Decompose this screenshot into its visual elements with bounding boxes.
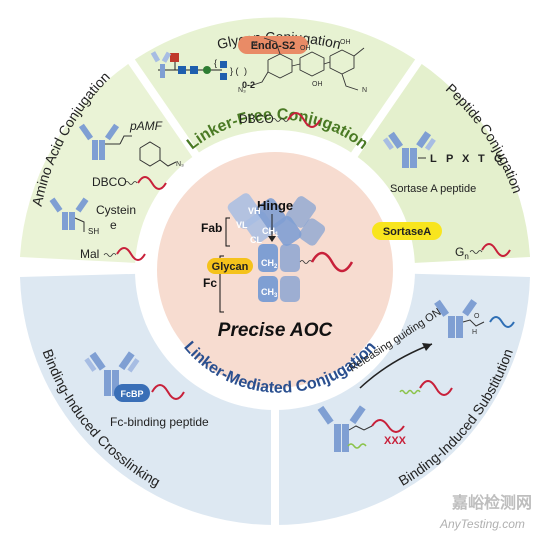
cysteine-label-2: e bbox=[110, 218, 117, 232]
sub-blue-strand bbox=[489, 316, 515, 328]
duplex-strand-green bbox=[347, 443, 367, 449]
seq-g: G bbox=[494, 153, 503, 165]
svg-text:N₃: N₃ bbox=[238, 87, 246, 94]
fcbp-label: FcBP bbox=[120, 389, 143, 399]
peptide-linker bbox=[469, 250, 483, 254]
sub-antibody-top: O H bbox=[434, 299, 485, 338]
fcbp-pill bbox=[114, 384, 150, 402]
glycan-rna-strand bbox=[287, 112, 321, 128]
svg-text:{: { bbox=[214, 58, 217, 68]
vh-label: VH bbox=[248, 206, 261, 216]
glycan-pill-label: Glycan bbox=[212, 261, 249, 273]
glycan-dbco-linker bbox=[271, 118, 289, 122]
sugar-labels: N₃ N₃ OH OH OH N bbox=[238, 39, 367, 94]
released-red-strand bbox=[419, 380, 453, 396]
released-green-strand bbox=[399, 389, 421, 395]
glycan-antibody-icon bbox=[150, 51, 172, 78]
seq-l: L bbox=[430, 153, 437, 165]
svg-text:OH: OH bbox=[312, 81, 323, 88]
amino-rna-strand-2 bbox=[116, 247, 146, 261]
glycan-chain-icon: { } ( ) 0-2 bbox=[158, 53, 255, 90]
chain-repeat-label: 0-2 bbox=[242, 80, 255, 90]
sh-label: SH bbox=[88, 227, 99, 236]
peptide-antibody-icon bbox=[382, 131, 436, 168]
sortase-caption: Sortase A peptide bbox=[390, 183, 476, 195]
peptide-panel: L P X T G Sortase A peptide SortaseA Gn bbox=[372, 131, 511, 261]
fc-label: Fc bbox=[203, 276, 217, 290]
fcbp-antibody-icon bbox=[84, 351, 140, 396]
cl-label: CL bbox=[250, 235, 262, 245]
mal-linker bbox=[103, 253, 117, 257]
release-arrow bbox=[359, 343, 433, 389]
watermark-en: AnyTesting.com bbox=[439, 517, 525, 531]
fcbp-rna-strand bbox=[151, 384, 185, 400]
fab-bracket bbox=[225, 217, 230, 247]
center-antibody bbox=[227, 193, 326, 302]
center-title: Precise AOC bbox=[218, 320, 333, 341]
seq-p: P bbox=[446, 153, 453, 165]
duplex-strand-red bbox=[371, 419, 405, 433]
gn-label: Gn bbox=[455, 245, 469, 261]
endo-s2-pill bbox=[238, 36, 308, 54]
pamf-label: pAMF bbox=[129, 119, 163, 133]
pamf-azide bbox=[159, 159, 177, 167]
fc-bracket bbox=[219, 255, 224, 313]
seq-x: X bbox=[462, 153, 470, 165]
svg-text:OH: OH bbox=[300, 45, 311, 52]
center-linker bbox=[299, 260, 313, 264]
seq-t: T bbox=[478, 153, 485, 165]
cys-antibody-icon bbox=[49, 197, 89, 232]
svg-text:): ) bbox=[244, 66, 247, 76]
crosslinking-panel: FcBP Fc-binding peptide bbox=[84, 351, 209, 429]
svg-text:} (: } ( bbox=[230, 66, 239, 76]
sortasea-label: SortaseA bbox=[383, 226, 431, 238]
ch2-label: CH2 bbox=[261, 258, 278, 270]
amino-dbco-label: DBCO bbox=[92, 175, 127, 189]
sortasea-pill bbox=[372, 222, 442, 240]
hinge-label: Hinge bbox=[257, 198, 293, 213]
sub-antibody-bottom bbox=[317, 405, 373, 452]
svg-text:N: N bbox=[362, 87, 367, 94]
amino-rna-strand-1 bbox=[137, 176, 167, 190]
vl-label: VL bbox=[236, 220, 248, 230]
mal-label: Mal bbox=[80, 247, 99, 261]
ch1-label: CH1 bbox=[262, 226, 279, 238]
amino-dbco-linker bbox=[124, 181, 138, 185]
cysteine-label-1: Cystein bbox=[96, 203, 136, 217]
svg-text:O: O bbox=[474, 313, 480, 320]
glycan-pill bbox=[207, 258, 253, 274]
fab-label: Fab bbox=[201, 221, 222, 235]
amino-acid-panel: pAMF N₃ DBCO Cystein e SH Mal bbox=[49, 119, 184, 261]
peptide-rna-strand bbox=[481, 243, 511, 257]
endo-s2-label: Endo-S2 bbox=[251, 40, 296, 52]
glycan-dbco-label: DBCO bbox=[239, 112, 274, 126]
mismatch-marks: XXX bbox=[384, 435, 407, 447]
svg-text:N₃: N₃ bbox=[252, 41, 260, 48]
center-rna-strand bbox=[310, 251, 354, 273]
azido-sugar-structure bbox=[249, 37, 365, 91]
svg-text:H: H bbox=[472, 329, 477, 336]
glycan-panel: Endo-S2 { } ( ) 0-2 bbox=[150, 36, 367, 128]
svg-text:N₃: N₃ bbox=[176, 161, 184, 168]
ch3-label: CH3 bbox=[261, 287, 278, 299]
release-arrow-head bbox=[422, 343, 432, 351]
lpxtg-sequence: L P X T G bbox=[430, 153, 503, 165]
svg-text:OH: OH bbox=[340, 39, 351, 46]
fcbp-caption: Fc-binding peptide bbox=[110, 415, 209, 429]
paa-antibody-icon bbox=[78, 123, 132, 160]
center-labels: Hinge Fab Fc VH VL CL CH1 CH2 CH3 bbox=[201, 198, 293, 313]
watermark-cn: 嘉峪检测网 bbox=[451, 493, 532, 512]
